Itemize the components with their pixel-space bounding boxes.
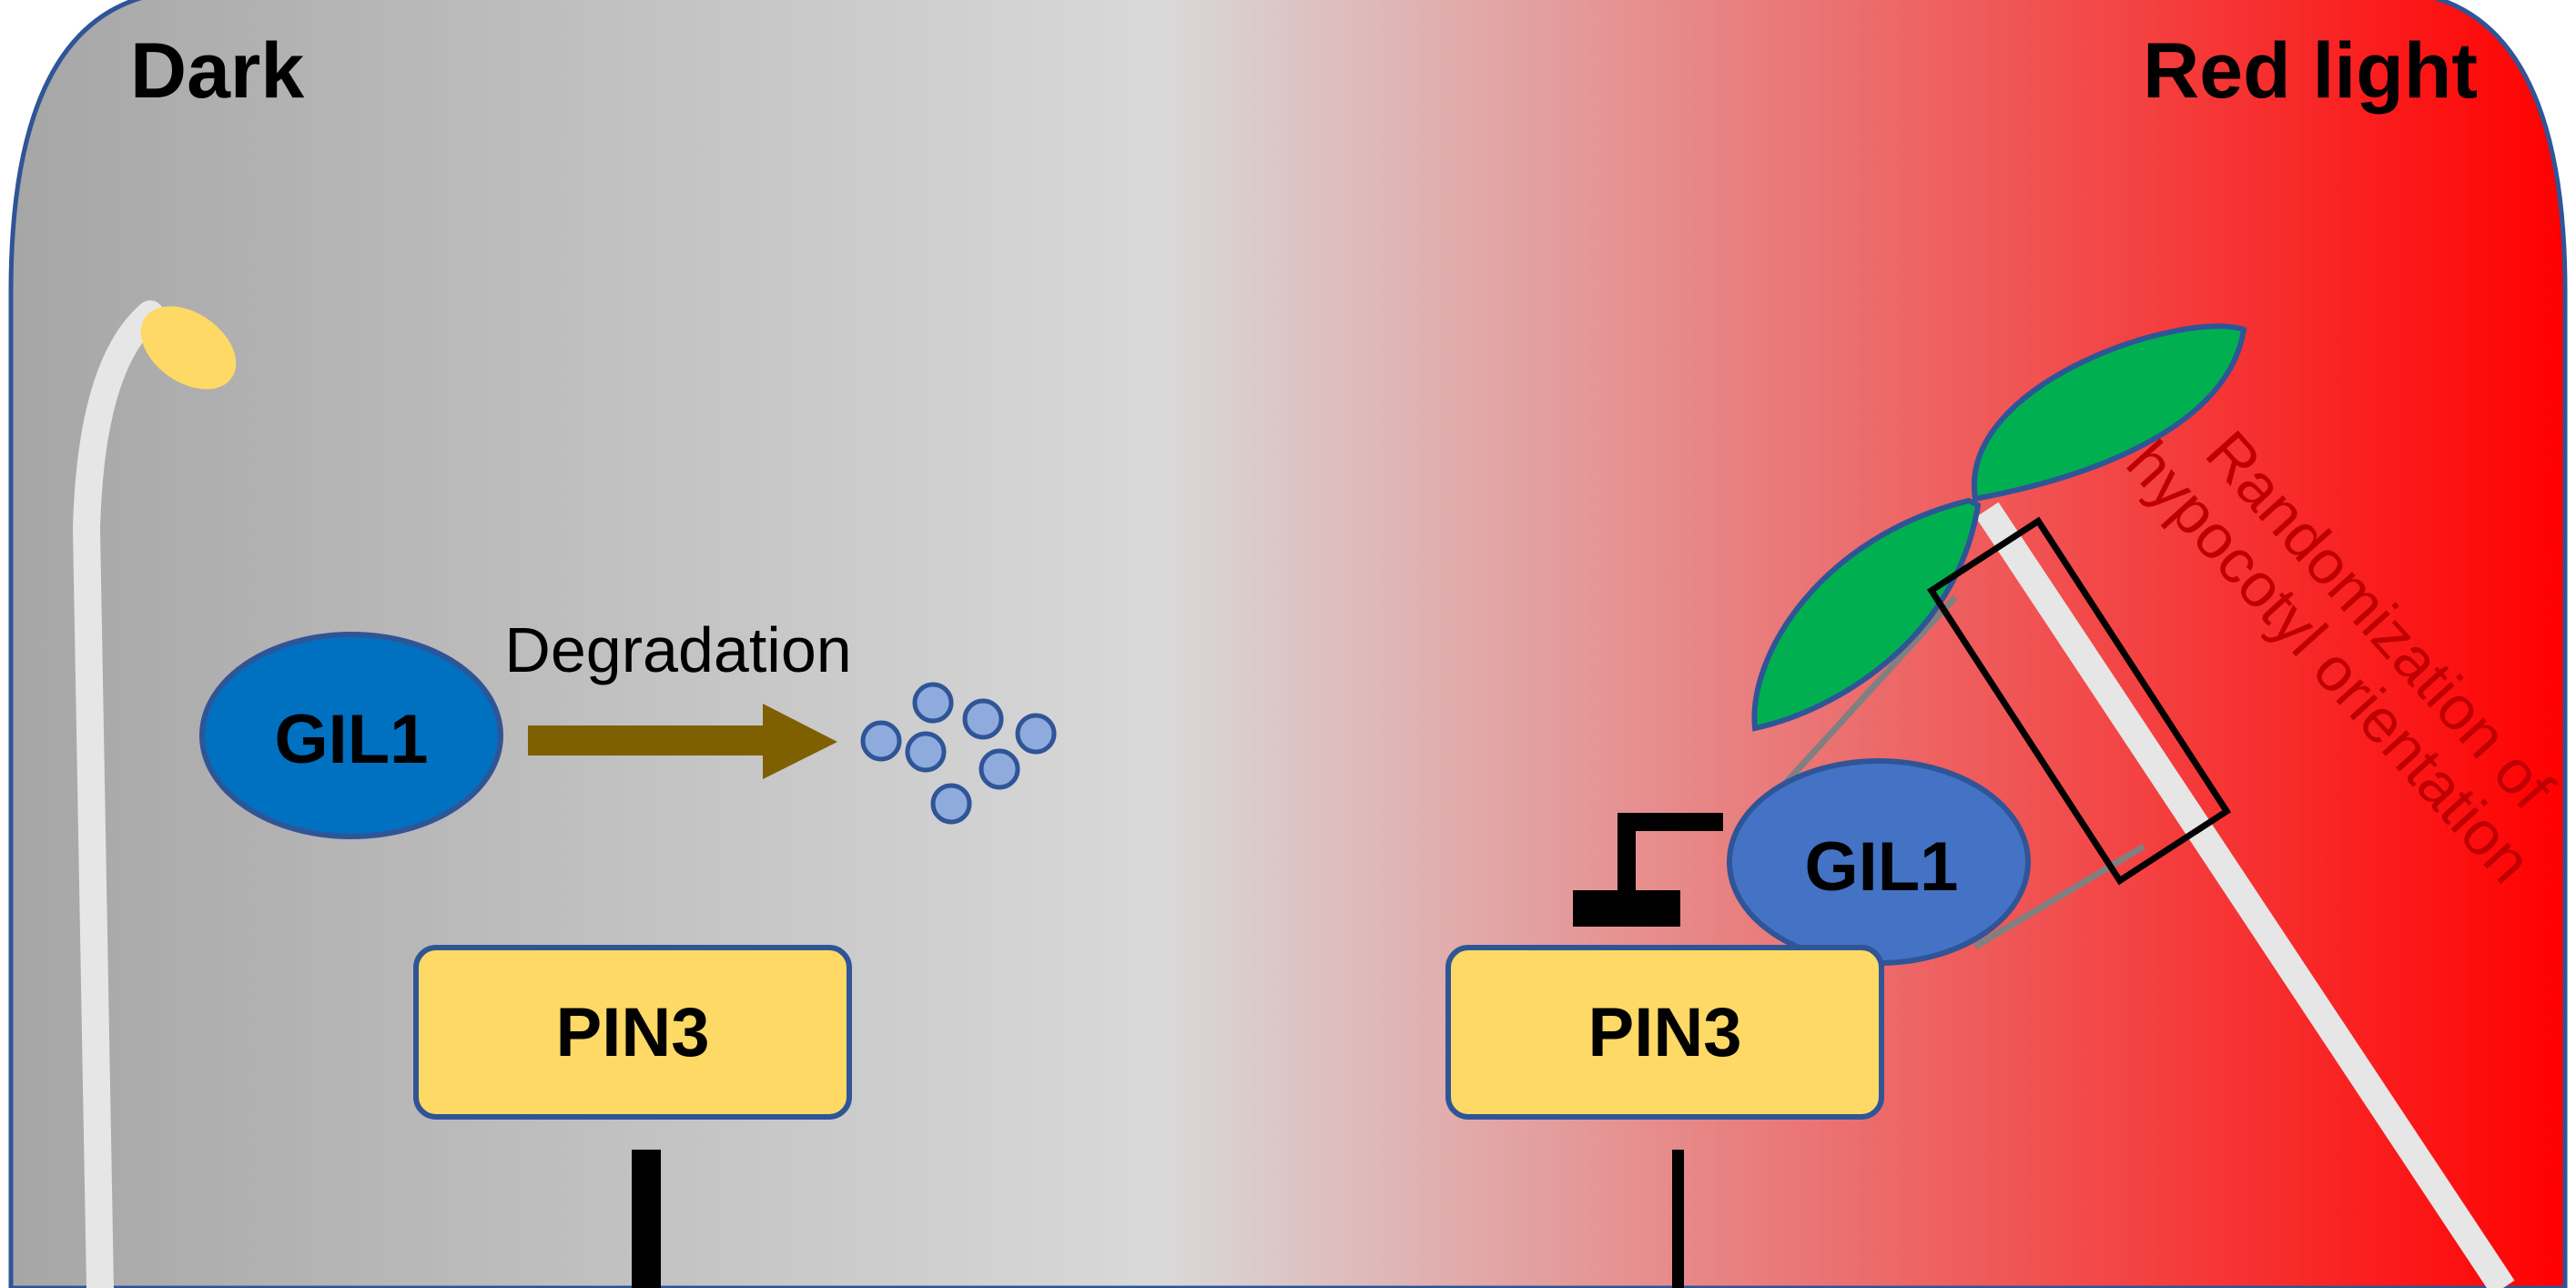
etiolated-seedling-stem [72,300,164,1288]
inhibition-bar [1573,890,1680,927]
gil1-label-dark: GIL1 [275,701,429,778]
fragment [860,720,902,762]
inhibition-symbol [1618,813,1723,897]
pin3-label-dark: PIN3 [556,994,710,1071]
pin3-output-bar-red [1672,1150,1684,1288]
fragment [905,731,947,773]
fragment [962,698,1004,740]
fragment [1015,713,1057,755]
connector-line [1781,594,1958,787]
gil1-label-red: GIL1 [1805,828,1959,906]
pin3-box-red [1445,945,1884,1120]
pin3-label-red: PIN3 [1588,994,1742,1071]
fragment [912,682,954,724]
degradation-arrow [528,704,837,779]
pin3-output-bar-dark [632,1150,661,1288]
magnified-region-box [1926,516,2232,886]
connector-line [1973,843,2145,950]
fragment [979,748,1020,790]
red-light-panel-title: Red light [2143,27,2478,115]
degraded-fragments [860,682,1057,825]
fragment [930,783,972,825]
dark-panel-title: Dark [130,27,304,115]
closed-cotyledon-hook [140,306,237,390]
cotyledon-right [1971,323,2247,502]
light-grown-seedling-stem [1975,502,2515,1288]
degradation-label: Degradation [504,614,851,685]
gil1-protein-dark [199,632,503,839]
pin3-box-dark [413,945,852,1120]
